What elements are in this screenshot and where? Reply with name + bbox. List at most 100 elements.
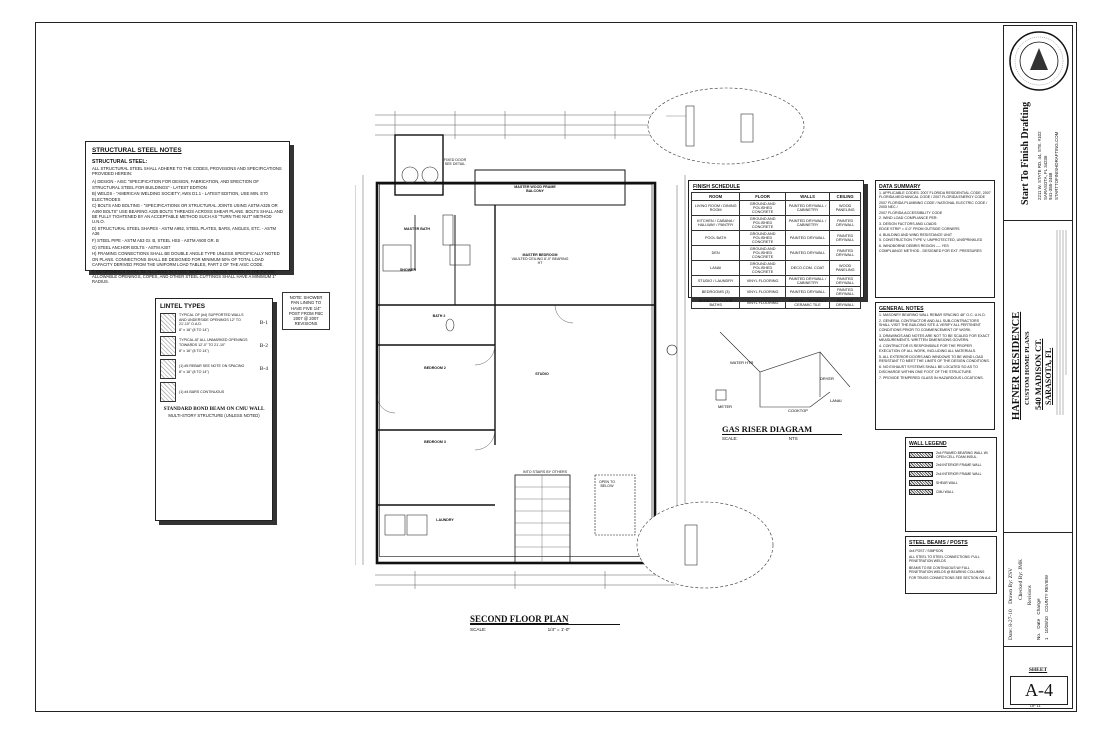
finish-schedule-header: ROOM	[690, 191, 741, 201]
table-cell: GROUND AND POLISHED CONCRETE	[739, 229, 786, 246]
table-cell: PAINTED DRYWALL	[829, 214, 861, 231]
wall-legend-list: 2x4 FRAMED BEARING WALL W/ OPEN CELL FOA…	[909, 451, 993, 495]
room-label-master-bath: MASTER BATH	[404, 227, 430, 231]
date-drawn-row: Date: 8-27-10 Drawn By: ZSV	[1008, 567, 1014, 640]
table-cell: PAINTED DRYWALL	[829, 229, 861, 246]
company-address: 2211 W. STATE RD. 44, STE. #102 SARASOTA…	[1037, 131, 1059, 200]
lintel-text: (1) #4 BARS CONTINUOUS	[179, 389, 225, 394]
finish-schedule-header: FLOOR	[739, 191, 786, 201]
lintel-description: TYPICAL AT ALL UNMARKED OPENINGS TOWARDS…	[179, 338, 251, 353]
table-cell: PAINTED DRYWALL / CABINETRY	[784, 274, 831, 287]
table-cell: VINYL FLOORING	[739, 274, 786, 287]
shower-note-text: NOTE: SHOWER PAN LINING TO HAVE FIVE 1/4…	[288, 295, 324, 327]
room-label-master-balcony: MASTER WOOD FRAME BALCONY	[514, 185, 556, 193]
table-cell: DEN	[690, 244, 741, 261]
lintel-text: TYPICAL AT ALL UNMARKED OPENINGS TOWARDS…	[179, 338, 248, 347]
company-name: Start To Finish Drafting	[1020, 101, 1031, 205]
general-note-item: 2. GENERAL CONTRACTOR AND ALL SUB-CONTRA…	[879, 318, 981, 332]
sheet-number: A-4	[1025, 680, 1053, 700]
lintel-description: (1) #4 BARS CONTINUOUS	[179, 390, 251, 394]
sheet-label: SHEET	[1028, 667, 1048, 673]
lintel-tag: B-2	[259, 343, 268, 349]
table-cell: PAINTED DRYWALL	[784, 244, 831, 261]
table-cell: PAINTED DRYWALL / CABINETRY	[784, 199, 831, 216]
room-label-bath2: BATH 2	[432, 314, 446, 318]
general-note-item: 7. PROVIDE TEMPERED GLASS IN HAZARDOUS L…	[879, 375, 984, 380]
checked-row: Checked By: JMK	[1018, 559, 1024, 600]
table-cell: PAINTED DRYWALL / CERAMIC TILE	[784, 296, 831, 309]
plan-title-block: SECOND FLOOR PLAN SCALE: 1/4" = 1'-0"	[470, 614, 620, 633]
revision-row: 1 10/28/10 COUNTY REVIEW	[1044, 574, 1049, 640]
lintel-item: (1) #5 REBAR SEE NOTE ON SPACING 8" x 16"…	[160, 359, 268, 379]
data-summary-line: 5. CONSTRUCTION TYPE V, UNPROTECTED, UNS…	[879, 238, 983, 243]
room-label-shower: SHOWER	[399, 268, 417, 272]
gas-label-dryer: DRYER	[820, 376, 834, 381]
post-detail-bubble	[636, 501, 774, 589]
table-cell: KITCHEN / CABANA / HALLWAY / PANTRY	[690, 214, 741, 231]
room-label-bedroom2: BEDROOM 2	[424, 366, 446, 370]
structural-note-item: G) STEEL ANCHOR BOLTS - ASTM A307	[92, 244, 171, 250]
lintel-types-list: TYPICAL OF (#4) SUPPORTED WALLS AND UNDE…	[160, 313, 268, 402]
lintel-text: (1) #5 REBAR SEE NOTE ON SPACING	[179, 363, 245, 368]
lintel-section-graphic	[160, 382, 176, 402]
title-divider-3	[1003, 646, 1073, 647]
structural-notes-body: ALL STRUCTURAL STEEL SHALL ADHERE TO THE…	[92, 165, 282, 176]
steel-beam-item: ALL STEEL TO STEEL CONNECTIONS: FULL PEN…	[909, 555, 980, 564]
table-cell: PAINTED DRYWALL	[784, 229, 831, 246]
lintel-size: 8" x 16" (8 TO 14")	[179, 370, 209, 374]
room-label-laundry: LAUNDRY	[436, 518, 454, 522]
table-cell: VINYL FLOORING	[739, 285, 786, 298]
wall-legend-text: 2x4 FRAMED BEARING WALL W/ OPEN CELL FOA…	[936, 450, 988, 459]
title-divider-1	[1003, 220, 1073, 221]
table-cell: PAINTED DRYWALL	[829, 296, 861, 309]
lintel-tag: B-4	[259, 366, 268, 372]
wall-legend-text: CMU WALL	[936, 489, 954, 494]
lintel-footer: STANDARD BOND BEAM ON CMU WALL	[163, 406, 265, 412]
lintel-text: TYPICAL OF (#4) SUPPORTED WALLS AND UNDE…	[179, 313, 244, 326]
table-cell: DECO.COM. COAT	[784, 259, 831, 276]
table-cell: PAINTED DRYWALL	[829, 274, 861, 287]
structural-note-item: C) BOLTS AND BOLTING - "SPECIFICATIONS O…	[92, 203, 283, 224]
revisions-label: Revisions	[1028, 585, 1033, 605]
general-notes: GENERAL NOTES 1. MASONRY BEARING WALL RE…	[875, 302, 995, 430]
structural-steel-notes: STRUCTURAL STEEL NOTES STRUCTURAL STEEL:…	[85, 141, 290, 284]
table-cell: WOOD PANELING	[829, 199, 861, 216]
data-summary-line: 2007 FLORIDA ACCESSIBILITY CODE	[879, 210, 943, 215]
table-cell: STUDIO / LAUNDRY	[690, 274, 741, 287]
table-cell: PAINTED DRYWALL	[829, 244, 861, 261]
wall-legend-swatch	[909, 470, 933, 477]
table-cell: VINYL FLOORING	[739, 296, 786, 309]
revision-columns: No. Date Change	[1036, 598, 1041, 640]
structural-note-item: D) STRUCTURAL STEEL SHAPES - ASTM A992, …	[92, 225, 276, 236]
wall-legend-item: SHEAR WALL	[909, 479, 993, 486]
wall-legend-swatch	[909, 479, 933, 486]
lintel-item: TYPICAL OF (#4) SUPPORTED WALLS AND UNDE…	[160, 313, 268, 333]
shower-note-callout: NOTE: SHOWER PAN LINING TO HAVE FIVE 1/4…	[282, 292, 330, 330]
fixed-door-note: FIXED DOOR SEE DETAIL	[443, 158, 467, 166]
lintel-types-title: LINTEL TYPES	[160, 303, 205, 310]
gas-label-meter: METER	[718, 404, 732, 409]
structural-note-item: A) DESIGN - AISC "SPECIFICATION FOR DESI…	[92, 179, 259, 190]
wall-legend-swatch	[909, 451, 933, 458]
data-summary-line: EDGE STRIP = 4'-0" FROM OUTSIDE CORNERS	[879, 227, 960, 232]
wall-legend-swatch	[909, 488, 933, 495]
sheet-number-frame: A-4	[1010, 676, 1068, 705]
lintel-section-graphic	[160, 336, 176, 356]
data-summary-line: 1. APPLICABLE CODES: 2007 FLORIDA RESIDE…	[879, 190, 991, 200]
general-notes-list: 1. MASONRY BEARING WALL REBAR SPACING 48…	[879, 313, 991, 380]
wall-legend-item: 2x6 INTERIOR FRAME WALL	[909, 461, 993, 468]
table-cell: BEDROOMS (3)	[690, 285, 741, 298]
table-cell: WOOD PANELING	[829, 259, 861, 276]
lintel-types: LINTEL TYPES TYPICAL OF (#4) SUPPORTED W…	[155, 298, 273, 521]
wall-legend-item: 2x4 INTERIOR FRAME WALL	[909, 470, 993, 477]
sheet-of: OF 11	[1030, 703, 1041, 708]
lintel-tag: B-1	[259, 320, 268, 326]
lintel-description: TYPICAL OF (#4) SUPPORTED WALLS AND UNDE…	[179, 313, 251, 333]
second-floor-plan-drawing	[355, 111, 686, 589]
